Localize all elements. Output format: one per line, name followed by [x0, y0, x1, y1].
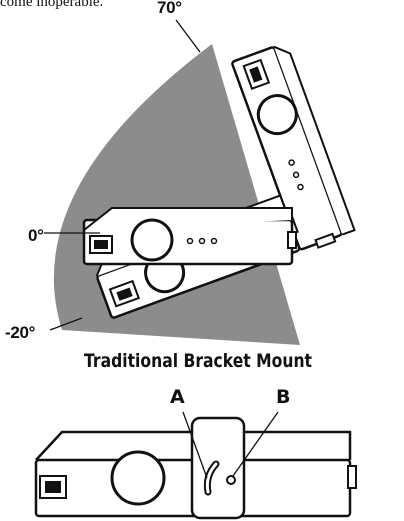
- bracket-mount-caption: Traditional Bracket Mount: [84, 350, 312, 372]
- label-a: A: [170, 386, 185, 408]
- label-b: B: [276, 386, 291, 408]
- bracket-mount-unit: [34, 416, 357, 520]
- unit-70-degrees: [231, 45, 356, 251]
- unit-0-degrees: [82, 207, 297, 266]
- angle-label-70: 70°: [157, 0, 182, 17]
- leader-line-70: [175, 19, 201, 53]
- text-fragment: come inoperable.: [0, 0, 104, 10]
- pointer-a: [182, 411, 208, 479]
- pointer-b: [232, 411, 279, 477]
- bracket-hole-b: [226, 475, 236, 485]
- angle-label-0: 0°: [28, 226, 44, 245]
- bracket-plate: [190, 416, 246, 520]
- leader-line-minus-20: [49, 317, 83, 331]
- angle-label-minus-20: -20°: [5, 323, 36, 342]
